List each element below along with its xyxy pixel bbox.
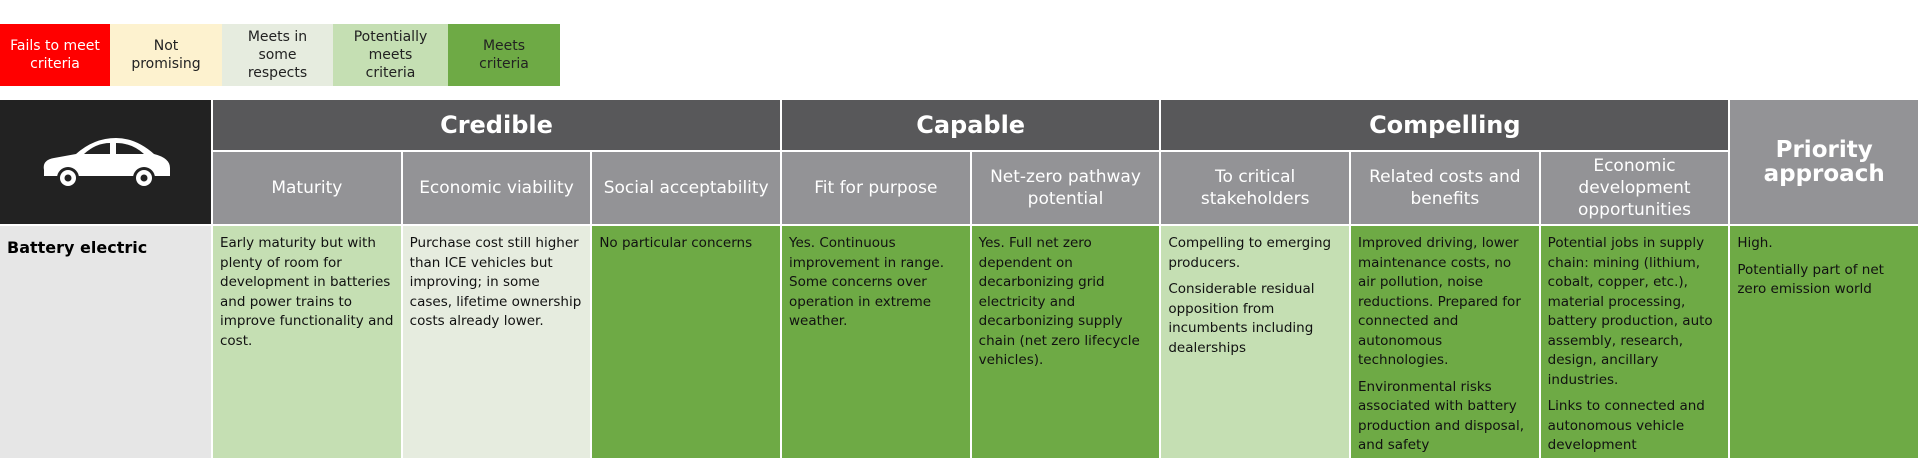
legend-item: Potentially meets criteria	[333, 24, 448, 86]
table-cell: Purchase cost still higher than ICE vehi…	[402, 226, 593, 460]
table-cell: No particular concerns	[592, 226, 782, 460]
priority-approach-header: Priority approach	[1730, 100, 1920, 226]
cell-text: Considerable residual opposition from in…	[1168, 281, 1315, 356]
column-header: Fit for purpose	[782, 152, 972, 226]
column-header: Maturity	[213, 152, 403, 226]
column-header: Economic development opportunities	[1540, 152, 1731, 226]
table-cell: Yes. Full net zero dependent on decarbon…	[971, 226, 1162, 460]
cell-text: No particular concerns	[599, 235, 753, 251]
cell-text: Environmental risks associated with batt…	[1358, 378, 1525, 454]
row-label: Battery electric	[0, 226, 213, 460]
table-cell: Yes. Continuous improvement in range. So…	[782, 226, 972, 460]
table-cell: Compelling to emerging producers. Conside…	[1161, 226, 1351, 460]
cell-text: Improved driving, lower maintenance cost…	[1358, 235, 1521, 368]
group-capable: Capable	[782, 100, 1162, 152]
group-compelling: Compelling	[1161, 100, 1731, 152]
table-cell: High. Potentially part of net zero emissi…	[1730, 226, 1920, 460]
assessment-table: Credible Capable Compelling Priority app…	[0, 100, 1920, 460]
car-icon-cell	[0, 100, 213, 226]
legend-item: Not promising	[110, 24, 222, 86]
table-cell: Potential jobs in supply chain: mining (…	[1540, 226, 1731, 460]
cell-text: High.	[1737, 235, 1773, 251]
table-cell: Early maturity but with plenty of room f…	[213, 226, 403, 460]
legend-item: Fails to meet criteria	[0, 24, 110, 86]
column-header: To critical stakeholders	[1161, 152, 1351, 226]
cell-text: Compelling to emerging producers.	[1168, 235, 1332, 271]
cell-text: Yes. Full net zero dependent on decarbon…	[978, 235, 1140, 368]
column-header: Economic viability	[402, 152, 593, 226]
table-cell: Improved driving, lower maintenance cost…	[1351, 226, 1541, 460]
column-header: Related costs and benefits	[1351, 152, 1541, 226]
cell-text: Links to connected and autonomous vehicl…	[1547, 398, 1705, 453]
column-header: Net-zero pathway potential	[971, 152, 1162, 226]
legend-item: Meets in some respects	[222, 24, 333, 86]
cell-text: Yes. Continuous improvement in range. So…	[789, 235, 945, 329]
car-icon	[43, 138, 170, 189]
legend-item: Meets criteria	[448, 24, 560, 86]
cell-text: Early maturity but with plenty of room f…	[220, 235, 394, 349]
cell-text: Potential jobs in supply chain: mining (…	[1547, 235, 1713, 388]
cell-text: Potentially part of net zero emission wo…	[1737, 261, 1884, 298]
group-credible: Credible	[213, 100, 782, 152]
cell-text: Purchase cost still higher than ICE vehi…	[409, 235, 582, 329]
column-header: Social acceptability	[592, 152, 782, 226]
